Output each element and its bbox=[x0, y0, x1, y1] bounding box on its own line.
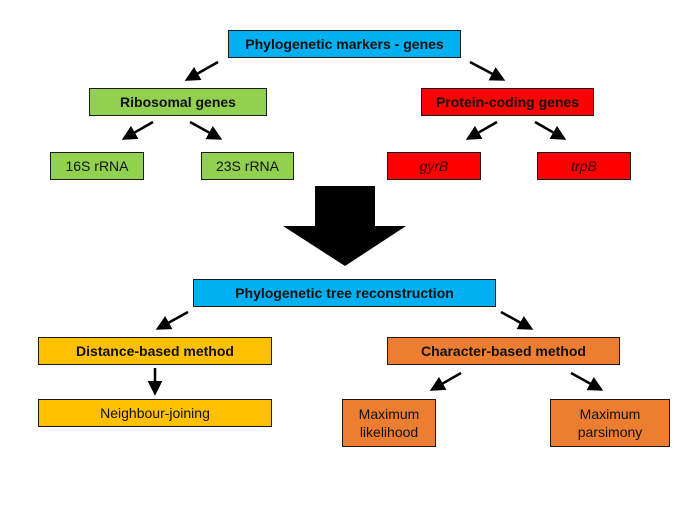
distance-based-method-box: Distance-based method bbox=[38, 337, 272, 365]
arrow-to-max-parsimony bbox=[570, 371, 604, 391]
trpb-box: trpB bbox=[537, 152, 631, 180]
character-based-method-box: Character-based method bbox=[387, 337, 620, 365]
maximum-likelihood-box: Maximum likelihood bbox=[342, 399, 436, 447]
arrow-to-character bbox=[500, 310, 534, 330]
maximum-parsimony-box: Maximum parsimony bbox=[550, 399, 670, 447]
arrow-to-ribosomal bbox=[184, 60, 219, 81]
23s-rrna-box: 23S rRNA bbox=[201, 152, 294, 180]
arrow-to-trpb bbox=[534, 120, 567, 140]
protein-coding-genes-box: Protein-coding genes bbox=[421, 88, 594, 116]
arrow-to-23s bbox=[189, 120, 223, 140]
neighbour-joining-box: Neighbour-joining bbox=[38, 399, 272, 427]
16s-rrna-box: 16S rRNA bbox=[50, 152, 144, 180]
arrow-to-16s bbox=[121, 120, 154, 140]
arrow-to-protein-coding bbox=[469, 60, 506, 81]
ribosomal-genes-box: Ribosomal genes bbox=[89, 88, 267, 116]
arrow-to-max-likelihood bbox=[429, 371, 462, 391]
gyrb-box: gyrB bbox=[387, 152, 481, 180]
phylogenetic-markers-box: Phylogenetic markers - genes bbox=[228, 30, 461, 58]
arrow-to-distance bbox=[155, 310, 189, 330]
tree-reconstruction-box: Phylogenetic tree reconstruction bbox=[193, 279, 496, 307]
big-down-arrow-icon bbox=[283, 186, 406, 266]
arrow-to-gyrb bbox=[465, 120, 498, 140]
